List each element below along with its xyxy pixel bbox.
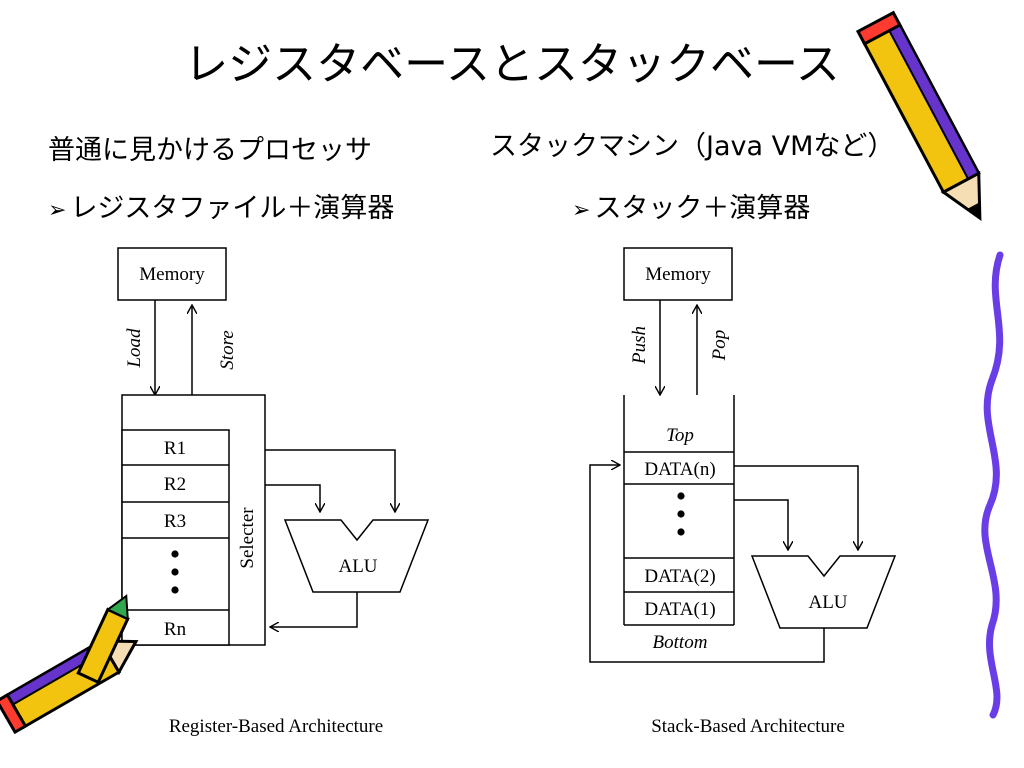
register-label: R2: [164, 474, 186, 495]
bullet-arrow-icon: ➢: [48, 198, 67, 223]
pencil-bottom-left-accent: [76, 594, 130, 685]
alu-label: ALU: [338, 556, 377, 577]
register-label: R1: [164, 438, 186, 459]
left-caption: Register-Based Architecture: [168, 716, 384, 737]
register-diagram: [117, 247, 430, 646]
register-label: R3: [164, 511, 186, 532]
top-label: Top: [666, 425, 694, 446]
left-heading: 普通に見かけるプロセッサ: [48, 135, 372, 166]
pencil-top-right-icon: [855, 10, 982, 222]
register-label: Rn: [164, 619, 187, 640]
squiggle-line: [981, 251, 1004, 719]
left-bullet: ➢レジスタファイル＋演算器: [48, 186, 394, 225]
memory-label: Memory: [139, 264, 205, 285]
memory-box: [623, 247, 733, 301]
right-heading: スタックマシン（Java VMなど）: [490, 131, 895, 162]
alu-shape: [750, 555, 897, 629]
right-caption: Stack-Based Architecture: [651, 716, 845, 737]
selector-label: Selecter: [237, 507, 258, 569]
store-label: Store: [217, 330, 238, 369]
bottom-label: Bottom: [653, 632, 708, 653]
stack-entry-label: DATA(n): [644, 459, 715, 480]
alu-shape: [283, 519, 430, 593]
right-bullet-text: スタック＋演算器: [594, 193, 811, 224]
left-bullet-text: レジスタファイル＋演算器: [70, 193, 395, 224]
push-label: Push: [629, 326, 650, 365]
slide-title: レジスタベースとスタックベース: [184, 39, 840, 90]
stack-diagram: [589, 247, 897, 663]
bullet-arrow-icon: ➢: [572, 198, 591, 223]
stack-entry-label: DATA(2): [644, 566, 715, 587]
ellipsis-dots: [677, 492, 685, 536]
memory-box: [117, 247, 227, 301]
alu-label: ALU: [808, 592, 847, 613]
ellipsis-dots: [171, 550, 179, 594]
stack-entry-label: DATA(1): [644, 599, 715, 620]
load-label: Load: [124, 328, 145, 369]
right-bullet: ➢スタック＋演算器: [572, 186, 810, 225]
memory-label: Memory: [645, 264, 711, 285]
pop-label: Pop: [709, 330, 730, 362]
